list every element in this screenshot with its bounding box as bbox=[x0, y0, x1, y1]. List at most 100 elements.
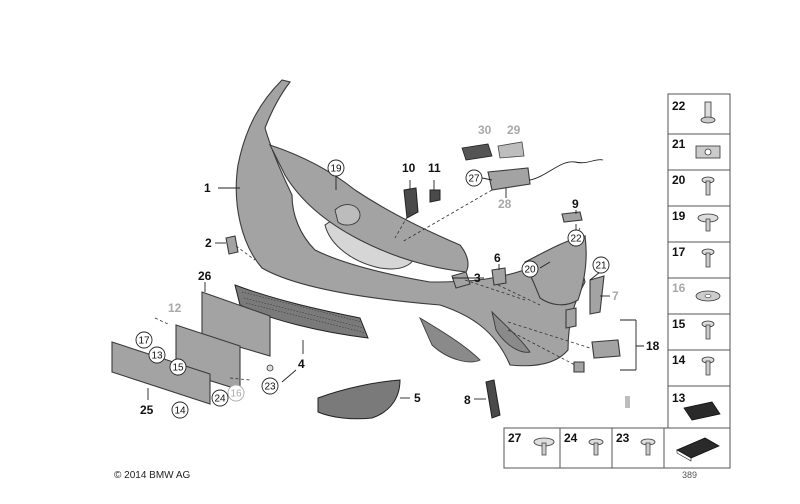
bottom-label-24: 24 bbox=[564, 431, 578, 445]
part-30-pad bbox=[461, 143, 493, 161]
dash-leader-4 bbox=[497, 284, 541, 306]
callout-17: 17 bbox=[135, 331, 153, 349]
gray-marker bbox=[625, 396, 630, 408]
svg-text:23: 23 bbox=[264, 382, 276, 393]
screw-23-icon bbox=[266, 364, 274, 372]
screw-icon bbox=[701, 248, 715, 268]
label-3: 3 bbox=[474, 271, 481, 285]
washer-icon bbox=[695, 290, 721, 302]
diagram-ref-number: 389 bbox=[682, 470, 698, 480]
dash-leader-7 bbox=[235, 245, 256, 261]
side-label-17: 17 bbox=[672, 245, 686, 259]
label-29: 29 bbox=[507, 123, 521, 137]
callout-21: 21 bbox=[592, 256, 610, 274]
side-label-16: 16 bbox=[672, 281, 686, 295]
part-28-bracket bbox=[487, 167, 531, 191]
part-side-bracket bbox=[565, 307, 577, 329]
lead-18-bracket bbox=[620, 319, 644, 371]
callout-22: 22 bbox=[567, 229, 585, 247]
label-8: 8 bbox=[464, 393, 471, 407]
lead-27 bbox=[481, 177, 493, 181]
part-8-bracket bbox=[485, 379, 501, 419]
callout-15: 15 bbox=[169, 358, 187, 376]
part-lower-opening bbox=[419, 316, 481, 363]
part-18-bracket bbox=[591, 339, 621, 359]
callout-13: 13 bbox=[148, 346, 166, 364]
svg-text:27: 27 bbox=[468, 174, 480, 185]
callout-16: 16 bbox=[227, 384, 245, 402]
label-26: 26 bbox=[198, 269, 212, 283]
label-10: 10 bbox=[402, 161, 416, 175]
dash-leader-2 bbox=[401, 189, 493, 243]
label-30: 30 bbox=[478, 123, 492, 137]
svg-text:20: 20 bbox=[524, 265, 536, 276]
callout-27: 27 bbox=[465, 169, 483, 187]
label-7: 7 bbox=[612, 289, 619, 303]
callout-20: 20 bbox=[521, 260, 539, 278]
bottom-label-27: 27 bbox=[508, 431, 522, 445]
part-6-clip bbox=[491, 267, 507, 286]
label-18: 18 bbox=[646, 339, 660, 353]
label-6: 6 bbox=[494, 251, 501, 265]
lead-21 bbox=[589, 271, 601, 281]
washer-screw-icon bbox=[533, 437, 555, 456]
part-7-reflector bbox=[589, 275, 605, 315]
copyright-text: © 2014 BMW AG bbox=[114, 470, 191, 481]
part-2-clip bbox=[225, 235, 239, 255]
side-label-15: 15 bbox=[672, 317, 686, 331]
svg-text:15: 15 bbox=[172, 363, 184, 374]
dash-leader-6 bbox=[507, 329, 576, 366]
svg-text:17: 17 bbox=[138, 336, 150, 347]
side-label-19: 19 bbox=[672, 209, 686, 223]
svg-text:24: 24 bbox=[214, 394, 226, 405]
part-11-bracket bbox=[429, 189, 441, 203]
label-12: 12 bbox=[168, 301, 182, 315]
label-25: 25 bbox=[140, 403, 154, 417]
washer-screw-icon bbox=[697, 213, 719, 232]
part-10-bracket bbox=[403, 187, 419, 219]
dash-leader-9 bbox=[229, 377, 251, 381]
side-label-14: 14 bbox=[672, 353, 686, 367]
svg-text:21: 21 bbox=[595, 261, 607, 272]
svg-text:22: 22 bbox=[570, 234, 582, 245]
part-5-side-grille bbox=[317, 379, 401, 420]
callout-19: 19 bbox=[327, 159, 345, 177]
part-9-strip bbox=[561, 211, 583, 223]
svg-text:16: 16 bbox=[230, 389, 242, 400]
callout-24: 24 bbox=[211, 389, 229, 407]
label-1: 1 bbox=[204, 181, 211, 195]
lead-20 bbox=[539, 261, 551, 269]
clip-nut-icon bbox=[695, 145, 721, 159]
part-sensor-wire bbox=[529, 159, 604, 181]
pad-icon bbox=[683, 401, 721, 421]
screw-icon bbox=[588, 438, 604, 456]
dash-leader-5 bbox=[507, 321, 591, 349]
part-right-wing bbox=[524, 235, 587, 306]
part-3-clip bbox=[451, 271, 471, 289]
side-label-20: 20 bbox=[672, 173, 686, 187]
side-label-13: 13 bbox=[672, 391, 686, 405]
screw-icon bbox=[640, 438, 656, 456]
part-emblem-recess bbox=[334, 204, 361, 226]
side-label-21: 21 bbox=[672, 137, 686, 151]
part-upper-carrier bbox=[268, 144, 469, 273]
screw-icon bbox=[701, 356, 715, 376]
dash-leader-8 bbox=[154, 317, 171, 326]
label-4: 4 bbox=[298, 357, 305, 371]
label-2: 2 bbox=[205, 236, 212, 250]
label-9: 9 bbox=[572, 197, 579, 211]
label-28: 28 bbox=[498, 197, 512, 211]
lead-23 bbox=[281, 369, 297, 383]
screw-icon bbox=[701, 176, 715, 196]
side-label-22: 22 bbox=[672, 99, 686, 113]
svg-text:14: 14 bbox=[174, 406, 186, 417]
callout-23: 23 bbox=[261, 377, 279, 395]
screw-icon bbox=[701, 320, 715, 340]
part-18-clip bbox=[573, 361, 585, 373]
svg-text:13: 13 bbox=[151, 351, 163, 362]
part-29-pad bbox=[497, 141, 525, 159]
svg-text:19: 19 bbox=[330, 164, 342, 175]
bottom-label-23: 23 bbox=[616, 431, 630, 445]
label-5: 5 bbox=[414, 391, 421, 405]
